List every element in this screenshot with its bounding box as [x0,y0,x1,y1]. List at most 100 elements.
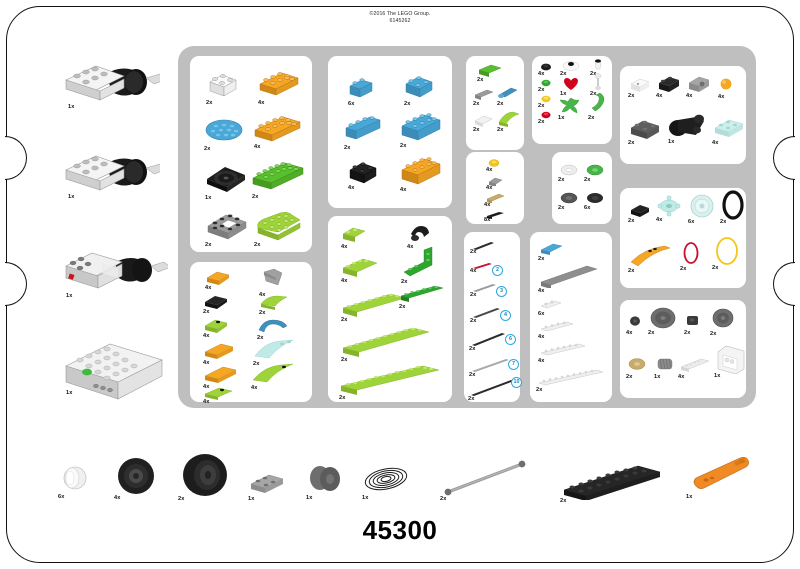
part-pin-connector-tan [486,193,505,204]
part-round-plate-black [541,63,551,71]
qty-label: 2x [470,249,477,255]
part-plate-white [474,115,493,127]
part-plate-long-grey [540,265,598,289]
qty-label: 4x [341,278,348,284]
qty-label: 4x [341,244,348,250]
bottom-part-string-coil: 1x [362,462,410,501]
copyright-line-2: 6145262 [389,18,411,24]
qty-label: 4x [486,185,493,191]
part-plate-2x4-orange [259,72,299,96]
part-gear-small-dark [687,316,698,325]
part-curved-plate-orange [630,245,671,267]
qty-label: 2x [538,103,545,109]
qty-label: 2x [470,292,477,298]
part-plate-2x4-transparent-azure [714,119,744,137]
part-dish-6x6-azure [205,119,243,141]
qty-label: 4x [203,384,210,390]
part-beam-4-lime [342,258,378,277]
part-axle-7-grey [472,359,509,372]
qty-label: 2x [720,219,727,225]
part-plant-lime [498,111,520,127]
part-plate-4x6-rounded-lime [257,212,301,241]
qty-label: 2x [253,361,260,367]
set-number: 45300 [362,515,438,545]
qty-label: 2x [473,127,480,133]
part-round-plate-red [541,111,551,119]
bottom-part-wheel-pair-grey: 1x [306,462,344,501]
part-angle-beam-green [403,246,433,277]
qty-label: 2x [440,496,447,502]
qty-label: 4x [712,140,719,146]
part-technic-plate-2-white [540,300,562,309]
qty-label: 2x [684,330,691,336]
qty-label: 2x [341,357,348,363]
part-wedge-orange [204,343,234,359]
qty-label: 6x [688,219,695,225]
part-round-plate-green [541,79,551,87]
part-turntable-base-dark-grey [630,120,660,139]
part-axle-4-dark-grey [473,308,500,318]
part-slope-black [205,296,227,309]
qty-label: 4x [486,167,493,173]
qty-label: 2x [473,101,480,107]
qty-label: 2x [558,177,565,183]
qty-label: 2x [590,71,597,77]
panel-bricks: 6x 2x 2x [328,56,452,208]
qty-label: 4x [114,495,121,501]
part-brick-1x2-printed-white: e [630,78,650,92]
bottom-part-tire-medium-black: 4x [114,455,158,502]
qty-label: 2x [469,346,476,352]
qty-label: 1x [248,496,255,502]
part-beam-lime-small [478,64,502,77]
electronics-smarthub: 1x [58,340,168,407]
part-gear-24-tooth-grey [712,308,734,328]
part-pulley-dark-grey [560,192,578,204]
qty-label: 2x [254,242,261,248]
qty-label: 2x [470,318,477,324]
panel-gears-small: 2x 2x 2x 6x [552,152,612,224]
part-ball-orange [720,78,732,90]
qty-label: 4x [626,330,633,336]
qty-label: 2x [401,279,408,285]
qty-label: 4x [254,144,261,150]
part-rack-gear-white [680,358,710,372]
qty-label: 2x [712,265,719,271]
bottom-part-wheel-rim-white: 6x [58,462,92,500]
qty-label: 2x [710,331,717,337]
qty-label: 6x [58,494,65,500]
part-slope-orange [206,271,230,285]
panel-small-green: 2x 2x 2x 2x 2x [466,56,524,150]
qty-label: 2x [560,498,567,504]
qty-label: 2x [339,395,346,401]
qty-label: 4x [686,93,693,99]
qty-label: 4x [538,334,545,340]
axle-length-badge: 4 [500,310,511,321]
qty-label: 1x [205,195,212,201]
part-curved-slope-lime [260,295,288,310]
part-gear-transparent-azure [657,195,681,217]
qty-label: 4x [656,93,663,99]
qty-label: 1x [686,494,693,500]
part-axle-6-black [472,333,505,346]
qty-label: 2x [204,146,211,152]
qty-label: 4x [538,358,545,364]
qty-label: 4x [470,268,477,274]
part-beam-13-lime [340,365,440,395]
part-beam-7-green [400,285,444,302]
part-brick-2x4-azure [401,113,441,141]
qty-label: 1x [66,293,73,299]
part-pin-black [487,212,504,219]
qty-label: 2x [536,387,543,393]
part-tire-black [587,193,603,203]
part-curved-slope-long-lime [252,363,294,383]
axle-length-badge: 2 [492,265,503,276]
part-connector-black [411,226,429,241]
part-technic-brick-1x2-black [659,76,679,92]
qty-label: 1x [714,373,721,379]
part-brick-2x2-black [349,162,377,184]
part-worm-gear-grey [657,358,673,370]
part-rubber-band-black-large [722,190,744,220]
qty-label: 2x [626,374,633,380]
part-leaf-green [559,97,580,114]
qty-label: 2x [497,101,504,107]
